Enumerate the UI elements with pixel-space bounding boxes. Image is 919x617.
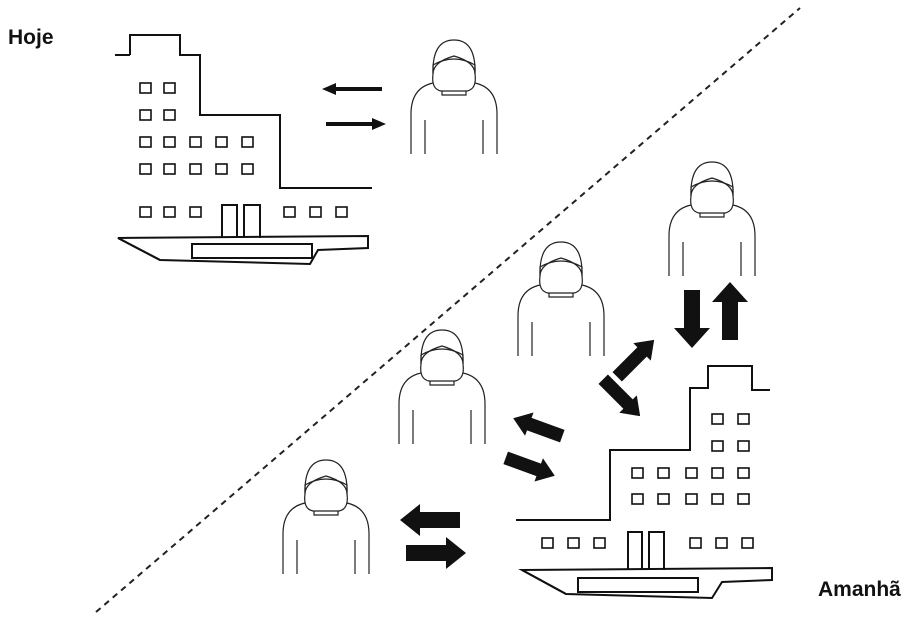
ship-icon-today <box>115 34 372 266</box>
arrow-icon-bottom-left <box>400 504 460 536</box>
person-icon-tomorrow-1 <box>668 161 756 277</box>
arrow-icon-today-left <box>322 83 382 95</box>
person-icon-tomorrow-4 <box>282 459 370 575</box>
arrow-icon-diag-2-left <box>508 406 567 448</box>
person-icon-today <box>410 39 498 155</box>
person-icon-tomorrow-3 <box>398 329 486 445</box>
arrow-icon-vertical-up <box>712 282 748 340</box>
arrow-icon-diag-1-up <box>608 331 663 386</box>
arrow-icon-bottom-right <box>406 537 466 569</box>
tomorrow-label: Amanhã <box>818 578 901 601</box>
arrow-icon-diag-2-right <box>501 446 560 488</box>
arrow-icon-vertical-down <box>674 290 710 348</box>
arrow-icon-today-right <box>326 118 386 130</box>
ship-windows-today <box>139 82 348 218</box>
person-icon-tomorrow-2 <box>517 241 605 357</box>
ship-icon-tomorrow <box>516 365 773 600</box>
divider-line <box>95 7 801 613</box>
today-label: Hoje <box>8 26 54 49</box>
ship-windows-tomorrow <box>541 413 754 549</box>
